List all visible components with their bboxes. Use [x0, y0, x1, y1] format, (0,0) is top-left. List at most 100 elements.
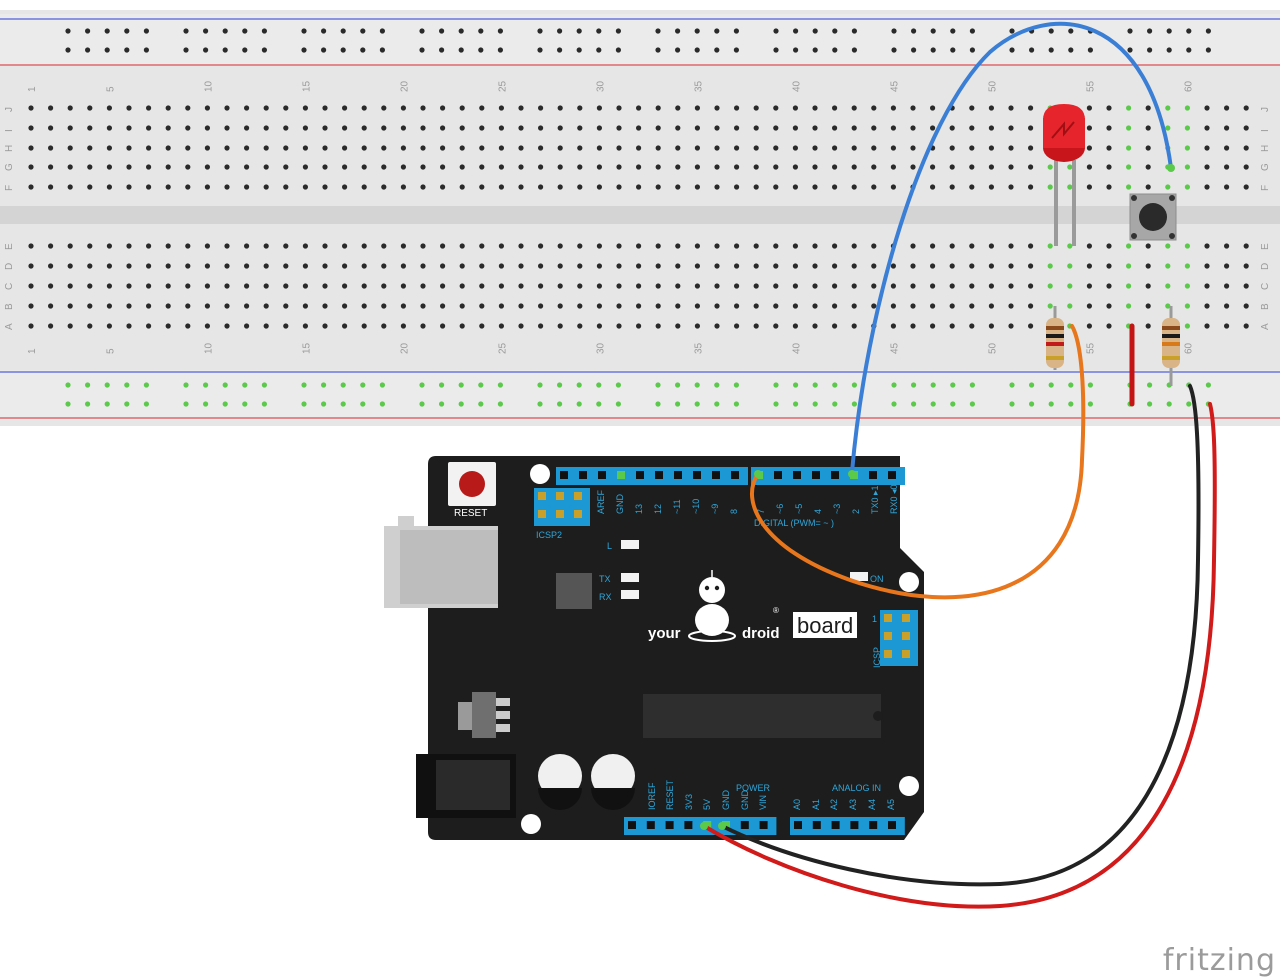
- breadboard-hole: [988, 263, 995, 269]
- breadboard-hole: [283, 105, 289, 111]
- header-pin[interactable]: [774, 471, 782, 479]
- rail-hole: [930, 382, 936, 388]
- column-number: 40: [791, 342, 802, 354]
- rail-hole: [301, 47, 307, 53]
- header-pin[interactable]: [812, 471, 820, 479]
- breadboard-hole: [910, 164, 916, 170]
- breadboard-hole: [636, 105, 642, 111]
- header-pin[interactable]: [598, 471, 606, 479]
- icsp-pin[interactable]: [902, 614, 910, 622]
- breadboard-hole: [185, 303, 191, 309]
- icsp-pin[interactable]: [902, 632, 910, 640]
- breadboard-hole: [832, 125, 838, 131]
- header-pin[interactable]: [831, 821, 840, 829]
- header-pin[interactable]: [646, 821, 655, 829]
- breadboard-hole: [616, 323, 622, 329]
- breadboard-hole: [1204, 105, 1210, 111]
- header-pin[interactable]: [794, 821, 802, 829]
- breadboard-hole: [498, 243, 504, 249]
- rail-hole: [694, 382, 700, 388]
- header-pin[interactable]: [740, 821, 749, 829]
- breadboard-hole: [773, 263, 779, 269]
- rail-hole: [1186, 47, 1192, 53]
- push-button[interactable]: [1129, 193, 1177, 241]
- breadboard-hole: [440, 164, 446, 170]
- header-pin[interactable]: [722, 821, 730, 829]
- breadboard-hole: [67, 303, 73, 309]
- header-pin[interactable]: [812, 821, 821, 829]
- column-number: 35: [693, 342, 704, 354]
- breadboard-hole: [655, 243, 661, 249]
- icsp-pin[interactable]: [574, 510, 582, 518]
- breadboard-hole: [714, 145, 720, 151]
- rail-hole: [615, 47, 622, 53]
- breadboard-hole: [1086, 243, 1092, 249]
- breadboard-hole: [1145, 164, 1151, 170]
- wire-blue[interactable]: [850, 21, 1173, 474]
- icsp-pin[interactable]: [902, 650, 910, 658]
- breadboard-hole: [1165, 283, 1171, 289]
- wire-orange[interactable]: [749, 324, 1086, 600]
- breadboard-hole: [1028, 243, 1034, 249]
- icsp-pin[interactable]: [574, 492, 582, 500]
- wire-red[interactable]: [702, 402, 1217, 909]
- rail-hole: [419, 401, 425, 407]
- icsp-pin[interactable]: [538, 492, 546, 500]
- header-pin[interactable]: [560, 471, 568, 479]
- icsp-pin[interactable]: [556, 492, 564, 500]
- breadboard-hole: [596, 145, 603, 151]
- header-pin[interactable]: [684, 821, 693, 829]
- breadboard-hole: [126, 145, 132, 151]
- header-pin[interactable]: [674, 471, 682, 479]
- header-pin[interactable]: [869, 821, 878, 829]
- breadboard-hole: [165, 283, 171, 289]
- header-pin[interactable]: [759, 821, 768, 829]
- column-number: 20: [399, 342, 410, 354]
- breadboard-hole: [420, 303, 426, 309]
- breadboard-hole: [283, 184, 289, 190]
- breadboard-hole: [714, 303, 720, 309]
- rail-hole: [379, 28, 385, 34]
- reset-button[interactable]: [448, 462, 496, 506]
- wire-black[interactable]: [720, 384, 1201, 887]
- breadboard-hole: [1067, 303, 1073, 309]
- header-pin[interactable]: [579, 471, 587, 479]
- reset-label: RESET: [454, 508, 487, 519]
- rail-hole: [458, 47, 464, 53]
- chip-notch: [873, 711, 883, 721]
- power-pin-label: IOREF: [647, 782, 657, 810]
- header-pin[interactable]: [831, 471, 839, 479]
- icsp-pin[interactable]: [884, 632, 892, 640]
- breadboard-hole: [126, 323, 132, 329]
- header-pin[interactable]: [655, 471, 663, 479]
- icsp-pin[interactable]: [884, 650, 892, 658]
- breadboard-hole: [792, 283, 799, 289]
- breadboard-hole: [28, 105, 34, 111]
- breadboard-hole: [1145, 263, 1151, 269]
- breadboard-hole: [263, 283, 269, 289]
- header-pin[interactable]: [850, 821, 859, 829]
- icsp-pin[interactable]: [884, 614, 892, 622]
- breadboard-hole: [106, 263, 112, 269]
- icsp-pin[interactable]: [556, 510, 564, 518]
- header-pin[interactable]: [712, 471, 720, 479]
- header-pin[interactable]: [636, 471, 644, 479]
- breadboard-hole: [498, 184, 504, 190]
- header-pin[interactable]: [888, 821, 896, 829]
- rail-hole: [379, 401, 385, 407]
- rail-hole: [812, 401, 818, 407]
- header-pin[interactable]: [793, 471, 801, 479]
- header-pin[interactable]: [628, 821, 636, 829]
- breadboard-hole: [1047, 164, 1053, 170]
- rail-hole: [261, 401, 267, 407]
- icsp-pin[interactable]: [538, 510, 546, 518]
- header-pin[interactable]: [665, 821, 674, 829]
- led-component[interactable]: [1043, 104, 1085, 246]
- header-pin[interactable]: [693, 471, 701, 479]
- header-pin[interactable]: [888, 471, 896, 479]
- header-pin[interactable]: [731, 471, 739, 479]
- header-pin[interactable]: [617, 471, 625, 479]
- breadboard-hole: [185, 283, 191, 289]
- rail-hole: [891, 28, 897, 34]
- header-pin[interactable]: [869, 471, 877, 479]
